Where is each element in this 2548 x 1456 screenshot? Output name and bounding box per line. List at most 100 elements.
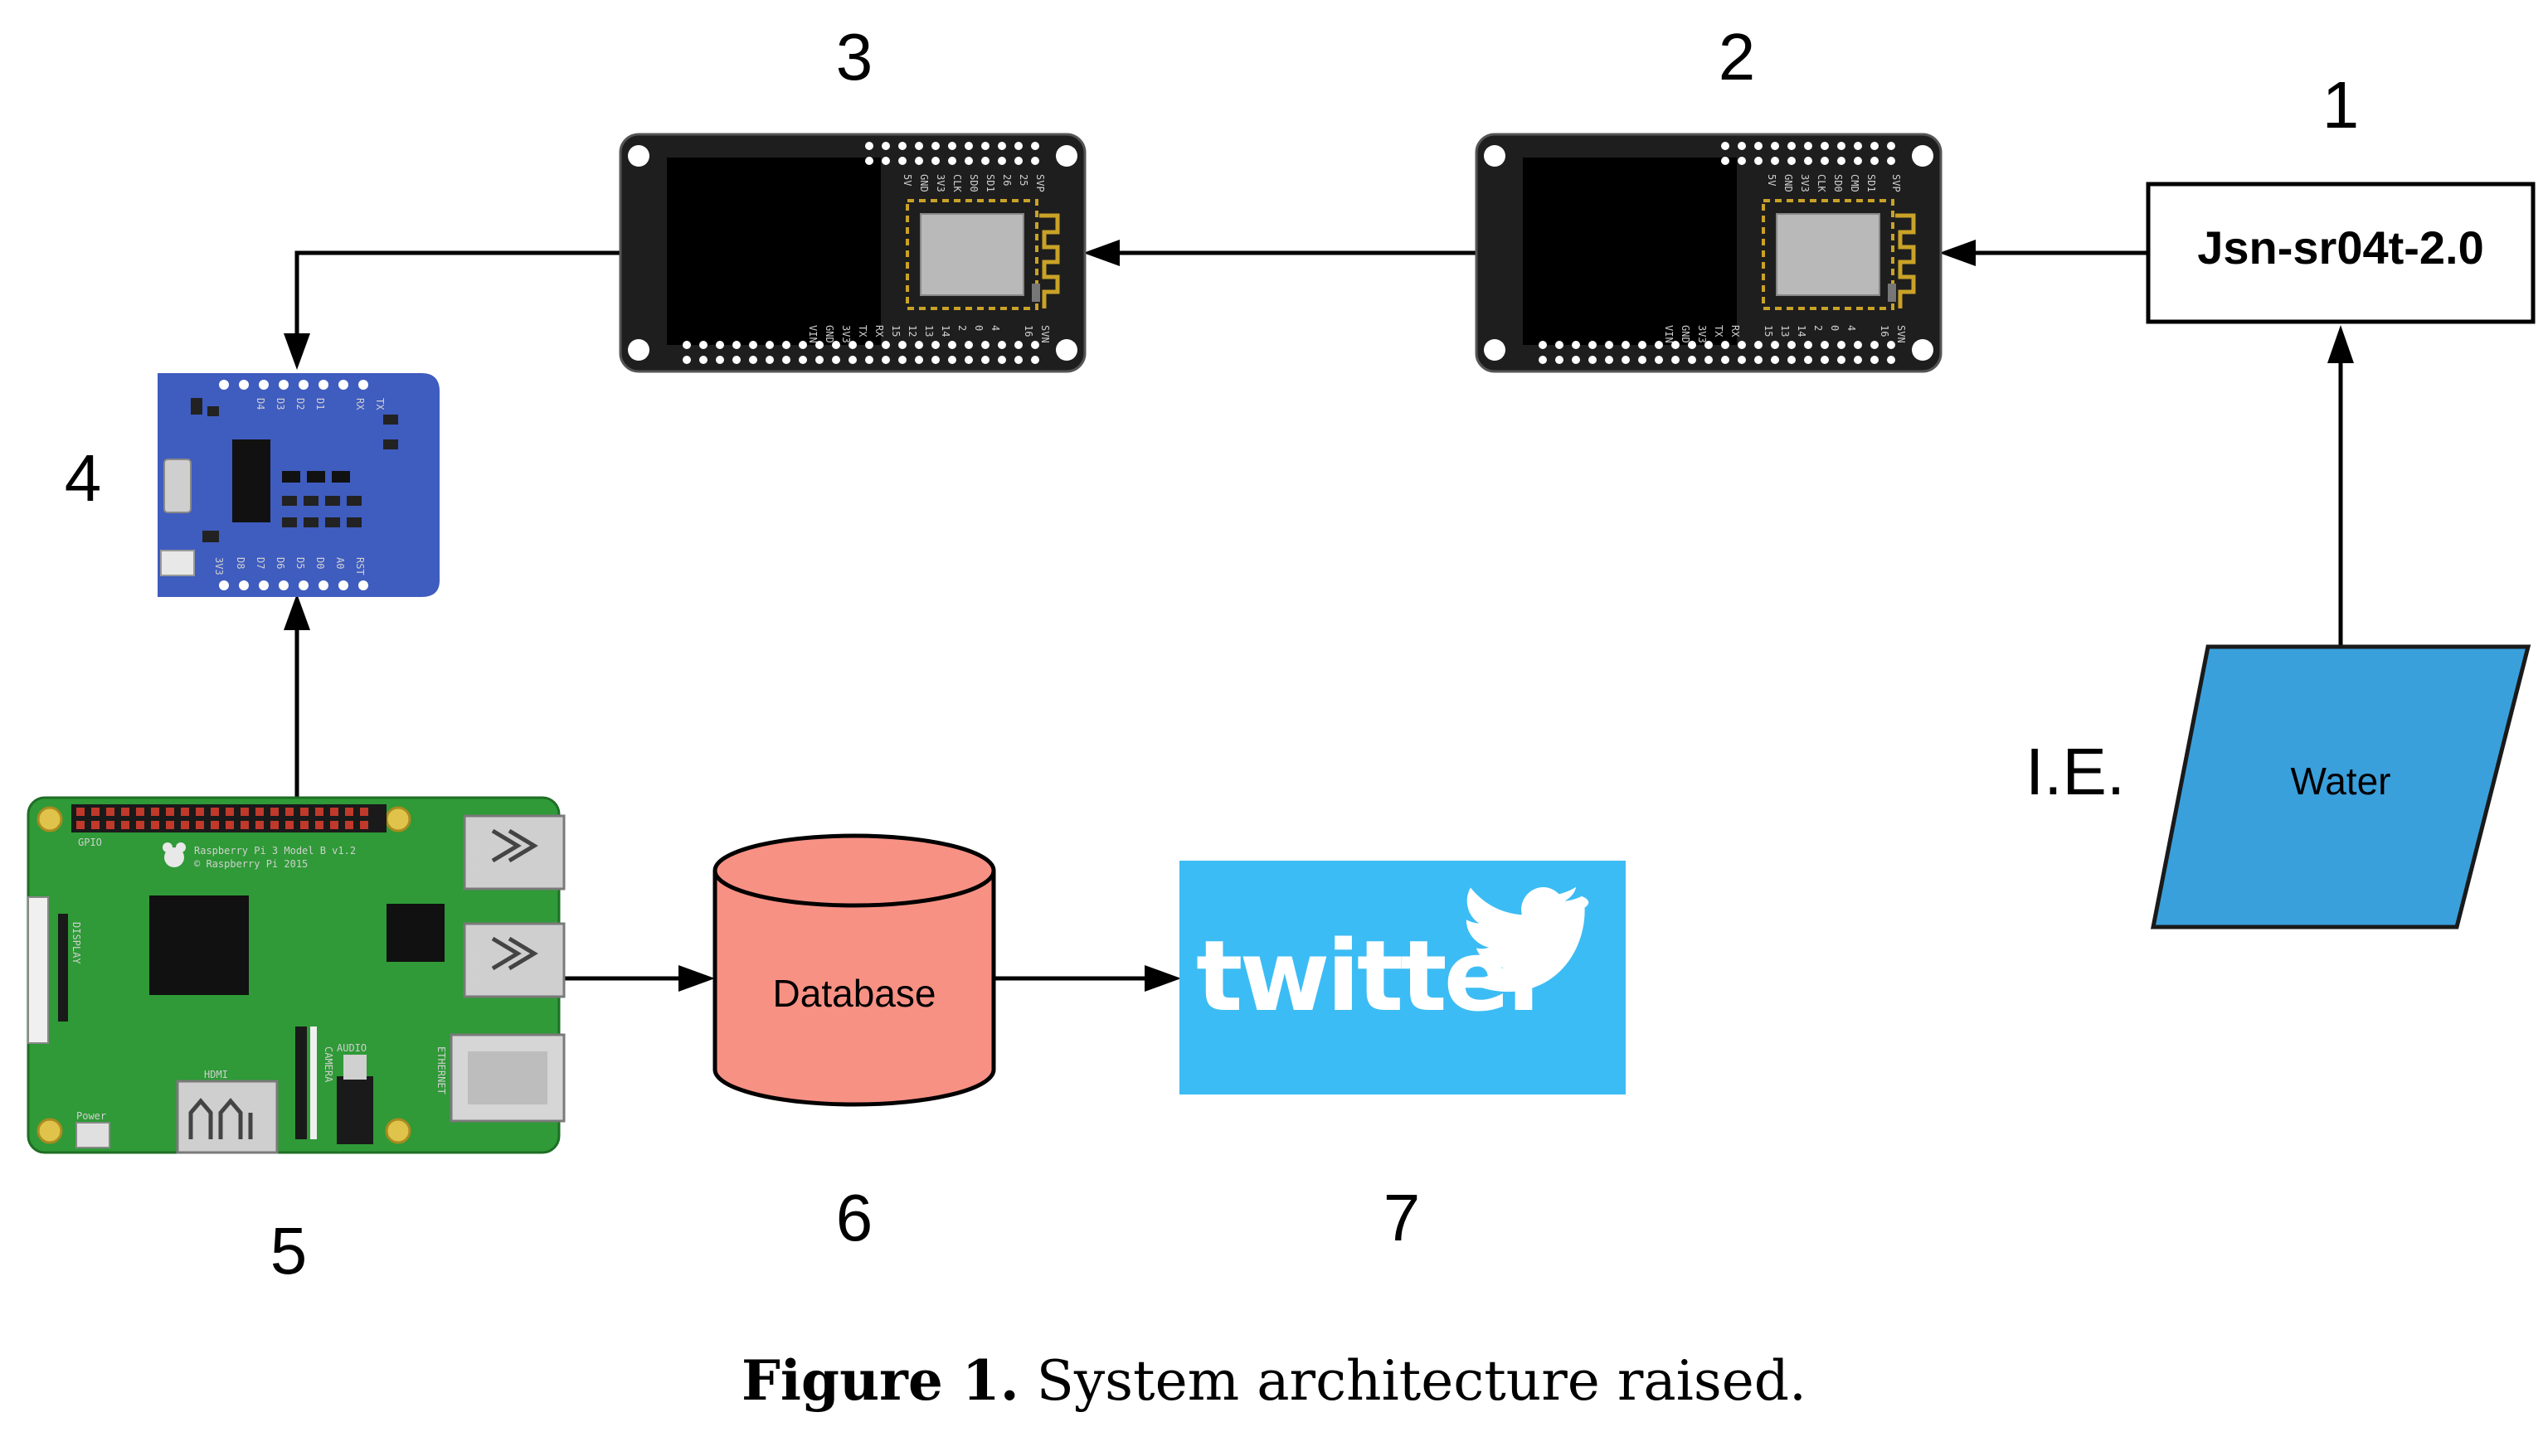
audio-jack-icon [337, 1055, 373, 1144]
mount-hole-icon [36, 806, 63, 832]
micro-usb-icon [163, 459, 192, 513]
svg-text:3V3: 3V3 [1696, 325, 1708, 343]
ethernet-port-icon [450, 1033, 566, 1123]
pin-labels-bottom: SVN 16 4 0 2 14 13 12 15 RX TX 3V3 GND V… [807, 325, 1051, 343]
svg-text:RST: RST [354, 557, 366, 575]
header-pins-bottom [683, 341, 1039, 364]
svg-text:13: 13 [1779, 325, 1791, 337]
svg-text:TX: TX [374, 398, 386, 410]
gpio-label: GPIO [78, 837, 102, 848]
svg-text:D8: D8 [235, 557, 246, 569]
svg-text:14: 14 [940, 325, 951, 337]
wifi-module-icon [906, 199, 1060, 310]
audio-label: AUDIO [337, 1042, 367, 1054]
twitter-bird-icon [1463, 886, 1589, 993]
node-number-2: 2 [1719, 20, 1756, 94]
rpi-model-label: Raspberry Pi 3 Model B v1.2 [194, 845, 356, 857]
svg-text:15: 15 [1763, 325, 1774, 337]
ethernet-label: ETHERNET [435, 1046, 447, 1094]
pin-labels-bottom: SVN 16 4 0 2 14 13 15 RX TX 3V3 GND VIN [1663, 325, 1907, 343]
power-port-icon [75, 1122, 110, 1148]
usb-port-icon [463, 814, 566, 891]
figure-caption: Figure 1. System architecture raised. [0, 1348, 2548, 1413]
raspberry-logo-icon [163, 842, 186, 867]
edge-rpi-to-database [561, 965, 715, 992]
svg-text:D7: D7 [255, 557, 266, 569]
soc-chip-icon [149, 895, 249, 995]
edge-database-to-twitter [994, 965, 1181, 992]
edge-esp32-tx-to-esp32-rx [1083, 240, 1478, 266]
svg-text:RX: RX [354, 398, 366, 410]
svg-text:4: 4 [1845, 325, 1857, 331]
svg-text:0: 0 [973, 325, 985, 331]
svg-text:SVP: SVP [1034, 174, 1046, 192]
svg-text:D3: D3 [275, 398, 286, 410]
svg-text:VIN: VIN [807, 325, 819, 343]
pin-labels-top: SVP 25 26 SD1 SD0 CLK 3V3 GND 5V [902, 174, 1046, 192]
twitter-node: twitter 7 [1179, 861, 1626, 1255]
svg-text:CLK: CLK [951, 174, 963, 192]
camera-label: CAMERA [323, 1046, 334, 1083]
water-node: Water I.E. [2025, 644, 2531, 929]
rpi-copyright-label: © Raspberry Pi 2015 [194, 858, 308, 870]
edge-rpi-to-wemos [284, 594, 310, 798]
hdmi-port-icon [176, 1080, 279, 1154]
wemos-pin-labels-bottom: 3V3 D8 D7 D6 D5 D0 A0 RST [213, 557, 366, 575]
svg-text:D2: D2 [294, 398, 306, 410]
wemos-pins-top [219, 380, 368, 390]
svg-text:GND: GND [918, 174, 930, 192]
wemos-node: 4 D4 D3 D2 D1 RX TX 3V3 D8 D7 D6 [65, 373, 440, 597]
database-node: Database 6 [712, 833, 996, 1255]
usb-controller-chip-icon [387, 904, 445, 962]
node-number-4: 4 [65, 441, 102, 515]
svg-text:4: 4 [990, 325, 1001, 331]
usb-port-icon [463, 922, 566, 998]
header-pins-top [1721, 142, 1895, 165]
svg-text:3V3: 3V3 [1799, 174, 1811, 192]
svg-text:D0: D0 [314, 557, 326, 569]
raspberry-pi-node: 5 GPIO Raspberry Pi 3 Model B [27, 796, 566, 1288]
esp32-tx-board: SVP SD1 CMD SD0 CLK 3V3 GND 5V SVN 16 4 … [1475, 133, 1943, 373]
water-parallelogram [2150, 644, 2531, 929]
oled-screen [667, 158, 881, 345]
svg-text:D1: D1 [314, 398, 326, 410]
reset-button-icon [160, 550, 195, 576]
svg-text:26: 26 [1001, 174, 1013, 186]
svg-text:5V: 5V [1766, 174, 1777, 186]
node-number-7: 7 [1383, 1181, 1421, 1255]
svg-text:GND: GND [1680, 325, 1691, 343]
svg-text:3V3: 3V3 [935, 174, 946, 192]
mount-hole-icon [36, 1118, 63, 1144]
svg-text:15: 15 [890, 325, 902, 337]
usb-label: USB 2x [467, 949, 479, 984]
mount-hole-icon [628, 339, 649, 361]
svg-text:25: 25 [1018, 174, 1029, 186]
mount-hole-icon [1056, 339, 1077, 361]
oled-screen [1523, 158, 1737, 345]
svg-text:16: 16 [1879, 325, 1890, 337]
wemos-board: D4 D3 D2 D1 RX TX 3V3 D8 D7 D6 D5 D0 A0 … [158, 373, 440, 597]
figure-caption-label: Figure 1. [741, 1348, 1019, 1413]
edge-esp32-rx-to-wemos [284, 250, 624, 370]
sensor-box [2146, 182, 2536, 324]
wemos-pin-labels-top: D4 D3 D2 D1 RX TX [255, 398, 386, 410]
gpio-header [71, 804, 387, 832]
ic-chip-icon [232, 439, 270, 522]
svg-text:12: 12 [907, 325, 918, 337]
svg-text:CMD: CMD [1849, 174, 1860, 192]
esp32-rx-board: SVP 25 26 SD1 SD0 CLK 3V3 GND 5V SVN 16 … [619, 133, 1087, 373]
esp32-rx-node: 3 SVP 25 26 SD1 SD0 CLK 3V [619, 20, 1087, 373]
wemos-pins-bottom [219, 580, 368, 590]
mount-hole-icon [1484, 339, 1505, 361]
mount-hole-icon [628, 145, 649, 167]
power-label: Power [76, 1110, 106, 1122]
svg-text:SVP: SVP [1890, 174, 1902, 192]
mount-hole-icon [385, 1118, 411, 1144]
svg-text:14: 14 [1796, 325, 1807, 337]
svg-text:16: 16 [1023, 325, 1034, 337]
usb-label: USB 2x [467, 839, 479, 875]
svg-text:VIN: VIN [1663, 325, 1675, 343]
node-number-1: 1 [2322, 68, 2360, 142]
wifi-module-icon [1762, 199, 1916, 310]
svg-text:D4: D4 [255, 398, 266, 410]
